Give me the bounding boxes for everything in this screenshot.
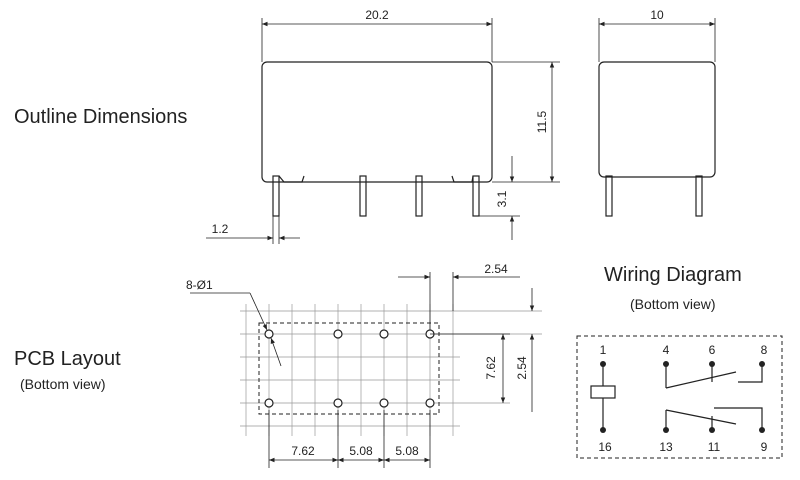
- pin-label-6: 6: [709, 343, 716, 357]
- wiring-contacts: [665, 364, 763, 430]
- pin-label-4: 4: [663, 343, 670, 357]
- relay-side-view: [261, 61, 493, 217]
- wiring-frame: [576, 335, 783, 459]
- outline-dimensions-title: Outline Dimensions: [14, 106, 188, 128]
- wiring-terminals: [600, 361, 765, 433]
- dim-pin-offset: 1.2: [212, 222, 229, 236]
- dim-height: 11.5: [535, 110, 549, 133]
- dim-pin-length: 3.1: [495, 190, 509, 207]
- wiring-diagram-title: Wiring Diagram: [604, 264, 742, 286]
- wiring-coil: [590, 364, 616, 430]
- dim-length: 20.2: [365, 8, 389, 22]
- pin-label-8: 8: [761, 343, 768, 357]
- pcb-row-spacing: 7.62: [484, 356, 498, 380]
- pcb-layout-subtitle: (Bottom view): [20, 376, 106, 392]
- pin-label-9: 9: [761, 440, 768, 454]
- pin-label-1: 1: [600, 343, 607, 357]
- wiring-diagram-subtitle: (Bottom view): [630, 296, 716, 312]
- pcb-pitch: 2.54: [484, 262, 508, 276]
- outline-dimension-lines: [206, 18, 560, 244]
- end-view-dimension-lines: [598, 18, 716, 62]
- pcb-span-3: 5.08: [395, 444, 419, 458]
- pcb-span-2: 5.08: [349, 444, 373, 458]
- pin-label-16: 16: [598, 440, 612, 454]
- dim-width: 10: [650, 8, 664, 22]
- pin-label-11: 11: [708, 440, 721, 454]
- pcb-hole-callout: 8-Ø1: [186, 278, 213, 292]
- pcb-layout-title: PCB Layout: [14, 348, 121, 370]
- relay-end-view: [598, 61, 716, 217]
- pin-label-13: 13: [659, 440, 673, 454]
- pcb-relay-outline: [258, 322, 440, 415]
- pcb-holes: [264, 329, 435, 408]
- pcb-row-spacing-small: 2.54: [515, 356, 529, 380]
- pcb-dimension-lines: [190, 272, 535, 468]
- pcb-span-1: 7.62: [291, 444, 315, 458]
